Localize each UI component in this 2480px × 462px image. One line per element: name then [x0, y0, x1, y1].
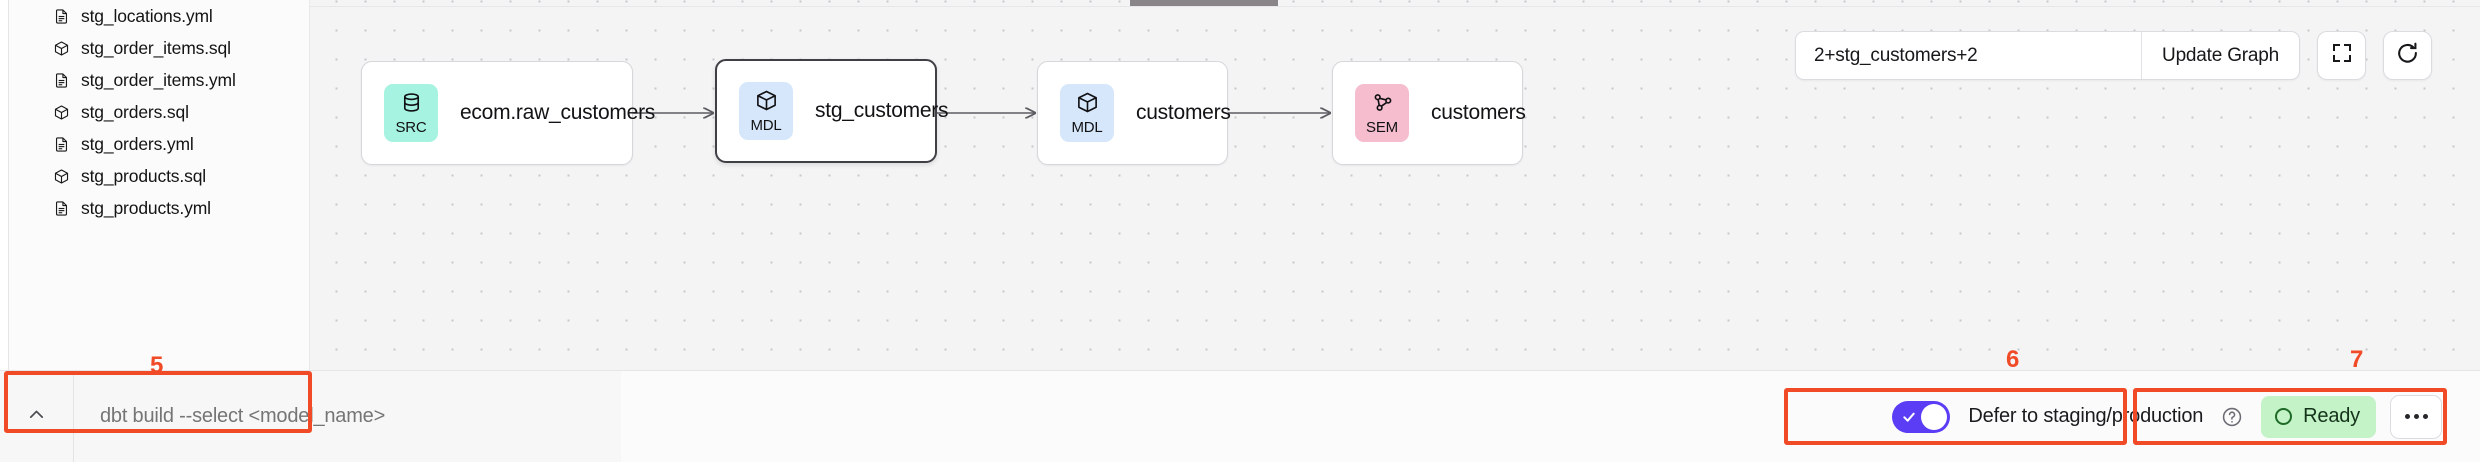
status-badge[interactable]: Ready: [2261, 395, 2376, 438]
network-icon: [1371, 91, 1394, 119]
command-bar-collapse-button[interactable]: [0, 371, 74, 462]
graph-edges: [631, 0, 2480, 370]
yml-file-icon: [53, 136, 70, 153]
defer-label: Defer to staging/production: [1968, 405, 2204, 427]
node-badge-src: SRC: [384, 84, 438, 142]
file-tree-item[interactable]: stg_products.yml: [9, 192, 309, 224]
file-tree-item-label: stg_order_items.sql: [81, 37, 231, 58]
lineage-graph-canvas[interactable]: SRC ecom.raw_customers MDL stg_customer: [310, 0, 2480, 370]
node-badge-label: SEM: [1366, 119, 1398, 136]
node-badge-label: MDL: [1071, 119, 1103, 136]
yml-file-icon: [53, 200, 70, 217]
horizontal-scrollbar[interactable]: [1130, 0, 1278, 6]
left-activity-rail: [0, 0, 9, 370]
refresh-graph-button[interactable]: [2383, 31, 2432, 80]
toolbar-divider: [2141, 32, 2143, 79]
fit-view-button[interactable]: [2317, 31, 2366, 80]
node-badge-mdl: MDL: [739, 82, 793, 140]
file-tree-item-label: stg_locations.yml: [81, 5, 213, 26]
graph-node-mdl-customers[interactable]: MDL customers: [1037, 61, 1231, 165]
update-graph-button[interactable]: Update Graph: [2142, 32, 2299, 79]
file-tree-item-label: stg_products.yml: [81, 197, 211, 218]
check-icon: [1901, 409, 1917, 430]
status-label: Ready: [2303, 405, 2360, 427]
toggle-knob: [1921, 403, 1948, 430]
node-badge-mdl: MDL: [1060, 84, 1114, 142]
sql-model-icon: [53, 168, 70, 185]
refresh-icon: [2395, 41, 2420, 71]
graph-node-mdl-stg-customers[interactable]: MDL stg_customers: [715, 59, 949, 163]
file-tree-item[interactable]: stg_products.sql: [9, 160, 309, 192]
ellipsis-icon: [2404, 414, 2428, 419]
chevron-up-icon: [26, 404, 47, 430]
file-list: stg_locations.yml stg_order_items.sql stg_…: [9, 0, 309, 224]
fullscreen-icon: [2330, 41, 2354, 70]
node-label: customers: [1136, 101, 1231, 124]
graph-node-src-ecom-raw-customers[interactable]: SRC ecom.raw_customers: [361, 61, 655, 165]
graph-selector-input[interactable]: [1796, 32, 2142, 79]
file-tree-item-label: stg_order_items.yml: [81, 69, 236, 90]
main-body: stg_locations.yml stg_order_items.sql stg_…: [0, 0, 2480, 370]
defer-control-group: Defer to staging/production: [1892, 400, 2243, 433]
defer-toggle[interactable]: [1892, 400, 1951, 433]
status-circle-icon: [2275, 408, 2293, 425]
file-tree-item-label: stg_products.sql: [81, 165, 207, 186]
node-badge-label: SRC: [395, 119, 427, 136]
command-input[interactable]: [74, 371, 621, 462]
file-tree-item[interactable]: stg_order_items.sql: [9, 32, 309, 64]
yml-file-icon: [53, 72, 70, 89]
bottom-bar-right: Defer to staging/production Ready: [1892, 371, 2480, 462]
graph-toolbar: Update Graph: [1795, 31, 2432, 80]
more-options-button[interactable]: [2390, 394, 2442, 439]
file-tree-item[interactable]: stg_orders.sql: [9, 96, 309, 128]
bottom-bar: Defer to staging/production Ready: [0, 370, 2480, 462]
yml-file-icon: [53, 8, 70, 25]
sql-model-icon: [53, 104, 70, 121]
node-label: ecom.raw_customers: [460, 101, 656, 124]
status-group: Ready: [2261, 394, 2442, 439]
cube-icon: [755, 89, 778, 117]
node-label: stg_customers: [815, 99, 949, 122]
sql-model-icon: [53, 40, 70, 57]
node-badge-label: MDL: [750, 117, 782, 134]
selector-group: Update Graph: [1795, 31, 2300, 80]
help-circle-icon[interactable]: [2221, 406, 2243, 428]
file-tree-item[interactable]: stg_order_items.yml: [9, 64, 309, 96]
cube-icon: [1076, 91, 1099, 119]
file-tree-sidebar[interactable]: stg_locations.yml stg_order_items.sql stg_…: [9, 0, 310, 370]
node-label: customers: [1431, 101, 1526, 124]
database-icon: [400, 91, 423, 119]
file-tree-item[interactable]: stg_locations.yml: [9, 0, 309, 32]
file-tree-item-label: stg_orders.yml: [81, 133, 194, 154]
command-bar[interactable]: [0, 371, 621, 462]
canvas-top-divider: [310, 6, 2480, 7]
graph-node-sem-customers[interactable]: SEM customers: [1332, 61, 1526, 165]
file-tree-item-label: stg_orders.sql: [81, 101, 189, 122]
file-tree-item[interactable]: stg_orders.yml: [9, 128, 309, 160]
node-badge-sem: SEM: [1355, 84, 1409, 142]
